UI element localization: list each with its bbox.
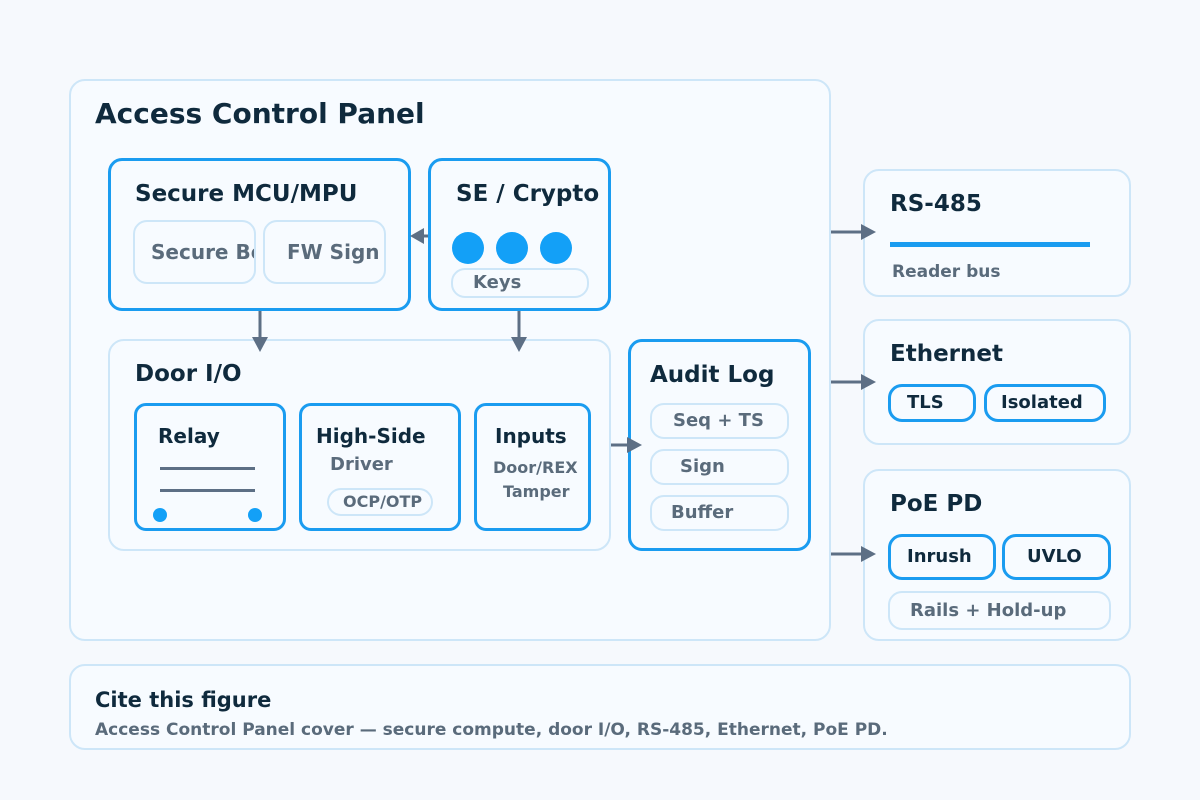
- poe-pd-title: PoE PD: [890, 491, 983, 517]
- relay-terminal-icon: [248, 508, 262, 522]
- arrowhead: [410, 228, 424, 244]
- arrowhead: [627, 437, 642, 453]
- audit-item-label: Seq + TS: [673, 410, 764, 431]
- inrush-chip: Inrush: [888, 534, 996, 580]
- high-side-sub: Driver: [330, 454, 393, 475]
- fw-sign-chip: FW Sign: [263, 220, 386, 284]
- audit-item-sign: Sign: [650, 449, 789, 485]
- tls-chip: TLS: [888, 384, 976, 422]
- inputs-tamper: Tamper: [503, 482, 570, 501]
- relay-contact-line: [160, 467, 255, 470]
- isolated-chip: Isolated: [984, 384, 1106, 422]
- secure-boot-label: Secure Boot: [151, 240, 254, 264]
- key-slot-icon: [496, 232, 528, 264]
- cite-title: Cite this figure: [95, 688, 272, 712]
- audit-item-buffer: Buffer: [650, 495, 789, 531]
- inrush-label: Inrush: [907, 546, 972, 567]
- rails-holdup-label: Rails + Hold-up: [910, 600, 1067, 621]
- arrowhead: [861, 374, 876, 390]
- ethernet-block: [863, 319, 1131, 445]
- isolated-label: Isolated: [1001, 392, 1083, 413]
- key-slot-icon: [452, 232, 484, 264]
- se-crypto-title: SE / Crypto: [456, 181, 600, 207]
- secure-boot-chip: Secure Boot: [133, 220, 256, 284]
- high-side-title: High-Side: [316, 424, 426, 448]
- arrowhead: [861, 224, 876, 240]
- cite-text[interactable]: Access Control Panel cover — secure comp…: [95, 720, 888, 740]
- cite-figure-box: [69, 664, 1131, 750]
- secure-mcu-title: Secure MCU/MPU: [135, 181, 358, 207]
- rs485-sub: Reader bus: [892, 262, 1001, 282]
- inputs-door-rex: Door/REX: [493, 458, 578, 477]
- ocp-otp-badge: OCP/OTP: [327, 488, 433, 516]
- ethernet-title: Ethernet: [890, 341, 1003, 367]
- keys-label: Keys: [473, 272, 522, 293]
- rs485-bus-line: [890, 242, 1090, 247]
- uvlo-chip: UVLO: [1002, 534, 1111, 580]
- door-io-title: Door I/O: [135, 361, 242, 387]
- inputs-block: [474, 403, 591, 531]
- arrowhead: [861, 546, 876, 562]
- keys-chip: Keys: [451, 268, 589, 298]
- inputs-title: Inputs: [495, 424, 567, 448]
- rs485-block: [863, 169, 1131, 297]
- audit-item-label: Sign: [680, 456, 725, 477]
- relay-title: Relay: [158, 424, 220, 448]
- panel-title: Access Control Panel: [95, 97, 425, 130]
- key-slot-icon: [540, 232, 572, 264]
- audit-item-label: Buffer: [671, 502, 734, 523]
- audit-item-seq-ts: Seq + TS: [650, 403, 789, 439]
- arrowhead: [511, 337, 527, 352]
- relay-contact-line: [160, 489, 255, 492]
- arrowhead: [252, 337, 268, 352]
- audit-log-title: Audit Log: [650, 362, 775, 388]
- rs485-title: RS-485: [890, 191, 982, 217]
- tls-label: TLS: [907, 392, 944, 413]
- relay-terminal-icon: [153, 508, 167, 522]
- ocp-otp-label: OCP/OTP: [343, 492, 423, 511]
- fw-sign-label: FW Sign: [287, 240, 380, 264]
- uvlo-label: UVLO: [1027, 546, 1082, 567]
- rails-holdup-chip: Rails + Hold-up: [888, 591, 1111, 630]
